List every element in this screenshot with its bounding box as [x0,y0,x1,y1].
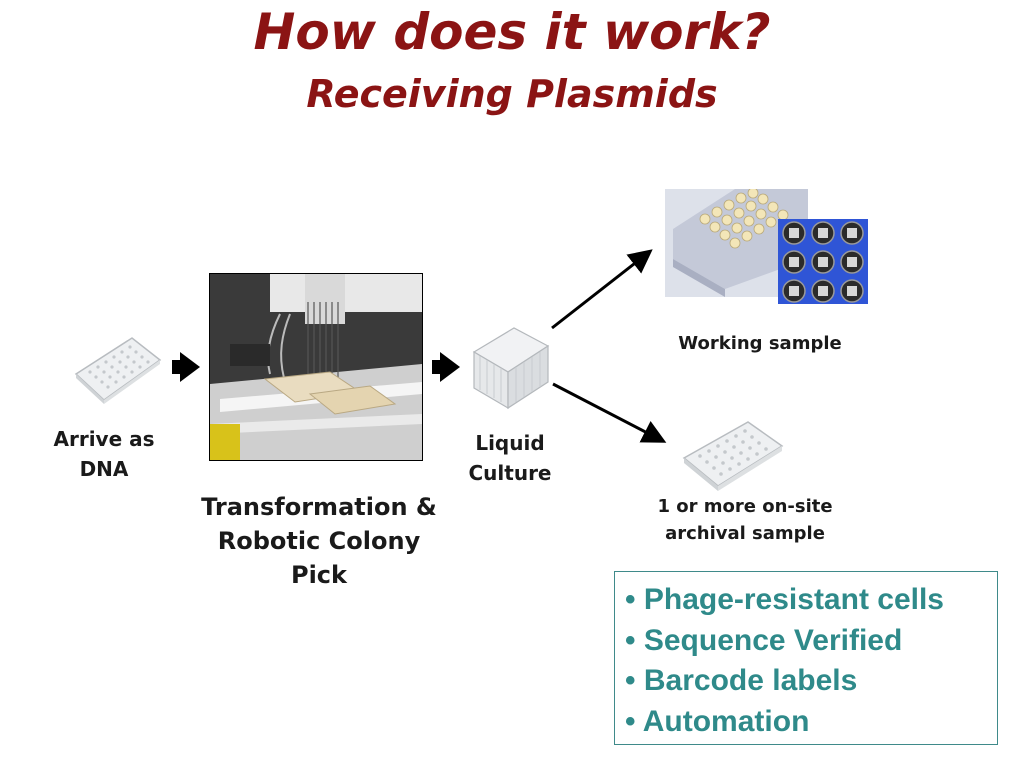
feature-item: • Barcode labels [625,661,997,702]
arrive-label-line2: DNA [79,457,129,481]
feature-item: • Sequence Verified [625,621,997,662]
transform-label-line1: Transformation & [201,493,437,521]
feature-text: Automation [642,704,810,738]
feature-item: • Phage-resistant cells [625,580,997,621]
feature-text: Barcode labels [643,664,858,697]
transform-label-line3: Pick [290,561,347,589]
archival-label-line2: archival sample [665,523,825,544]
archival-label: 1 or more on-site archival sample [630,493,860,547]
dna-plate-icon [74,337,162,404]
feature-text: Sequence Verified [643,623,903,657]
feature-item: • Automation [625,702,997,743]
barcode-tubes-photo [778,219,868,304]
arrow-arrive-to-transform [172,352,200,382]
liquid-label-line1: Liquid [475,431,545,455]
page-subtitle: Receiving Plasmids [306,72,718,116]
liquid-label: Liquid Culture [455,428,565,488]
liquid-label-line2: Culture [468,461,552,485]
feature-text: Phage-resistant cells [643,583,944,616]
archival-label-line1: 1 or more on-site [657,496,833,517]
bullet: • [625,623,636,657]
arrow-transform-to-liquid [432,352,460,382]
features-box: • Phage-resistant cells • Sequence Verif… [614,571,998,745]
arrive-label-line1: Arrive as [53,427,155,451]
bullet: • [625,704,636,738]
2d-barcode-tubes-icon [778,219,868,304]
arrow-liquid-to-archival [552,382,667,443]
working-sample-label: Working sample [678,333,842,354]
archival-plate-icon [682,421,784,491]
page-title: How does it work? [253,3,771,61]
bullet: • [625,583,636,616]
bullet: • [625,664,636,697]
deep-well-block-icon [472,327,550,410]
robot-photo [209,273,423,461]
barcoded-tube-rack-photo [665,189,808,297]
colony-picking-robot-icon [210,274,422,460]
arrive-label: Arrive as DNA [38,424,170,484]
arrow-liquid-to-working [551,249,653,330]
transform-label-line2: Robotic Colony [217,527,421,555]
transform-label: Transformation & Robotic Colony Pick [190,490,448,592]
